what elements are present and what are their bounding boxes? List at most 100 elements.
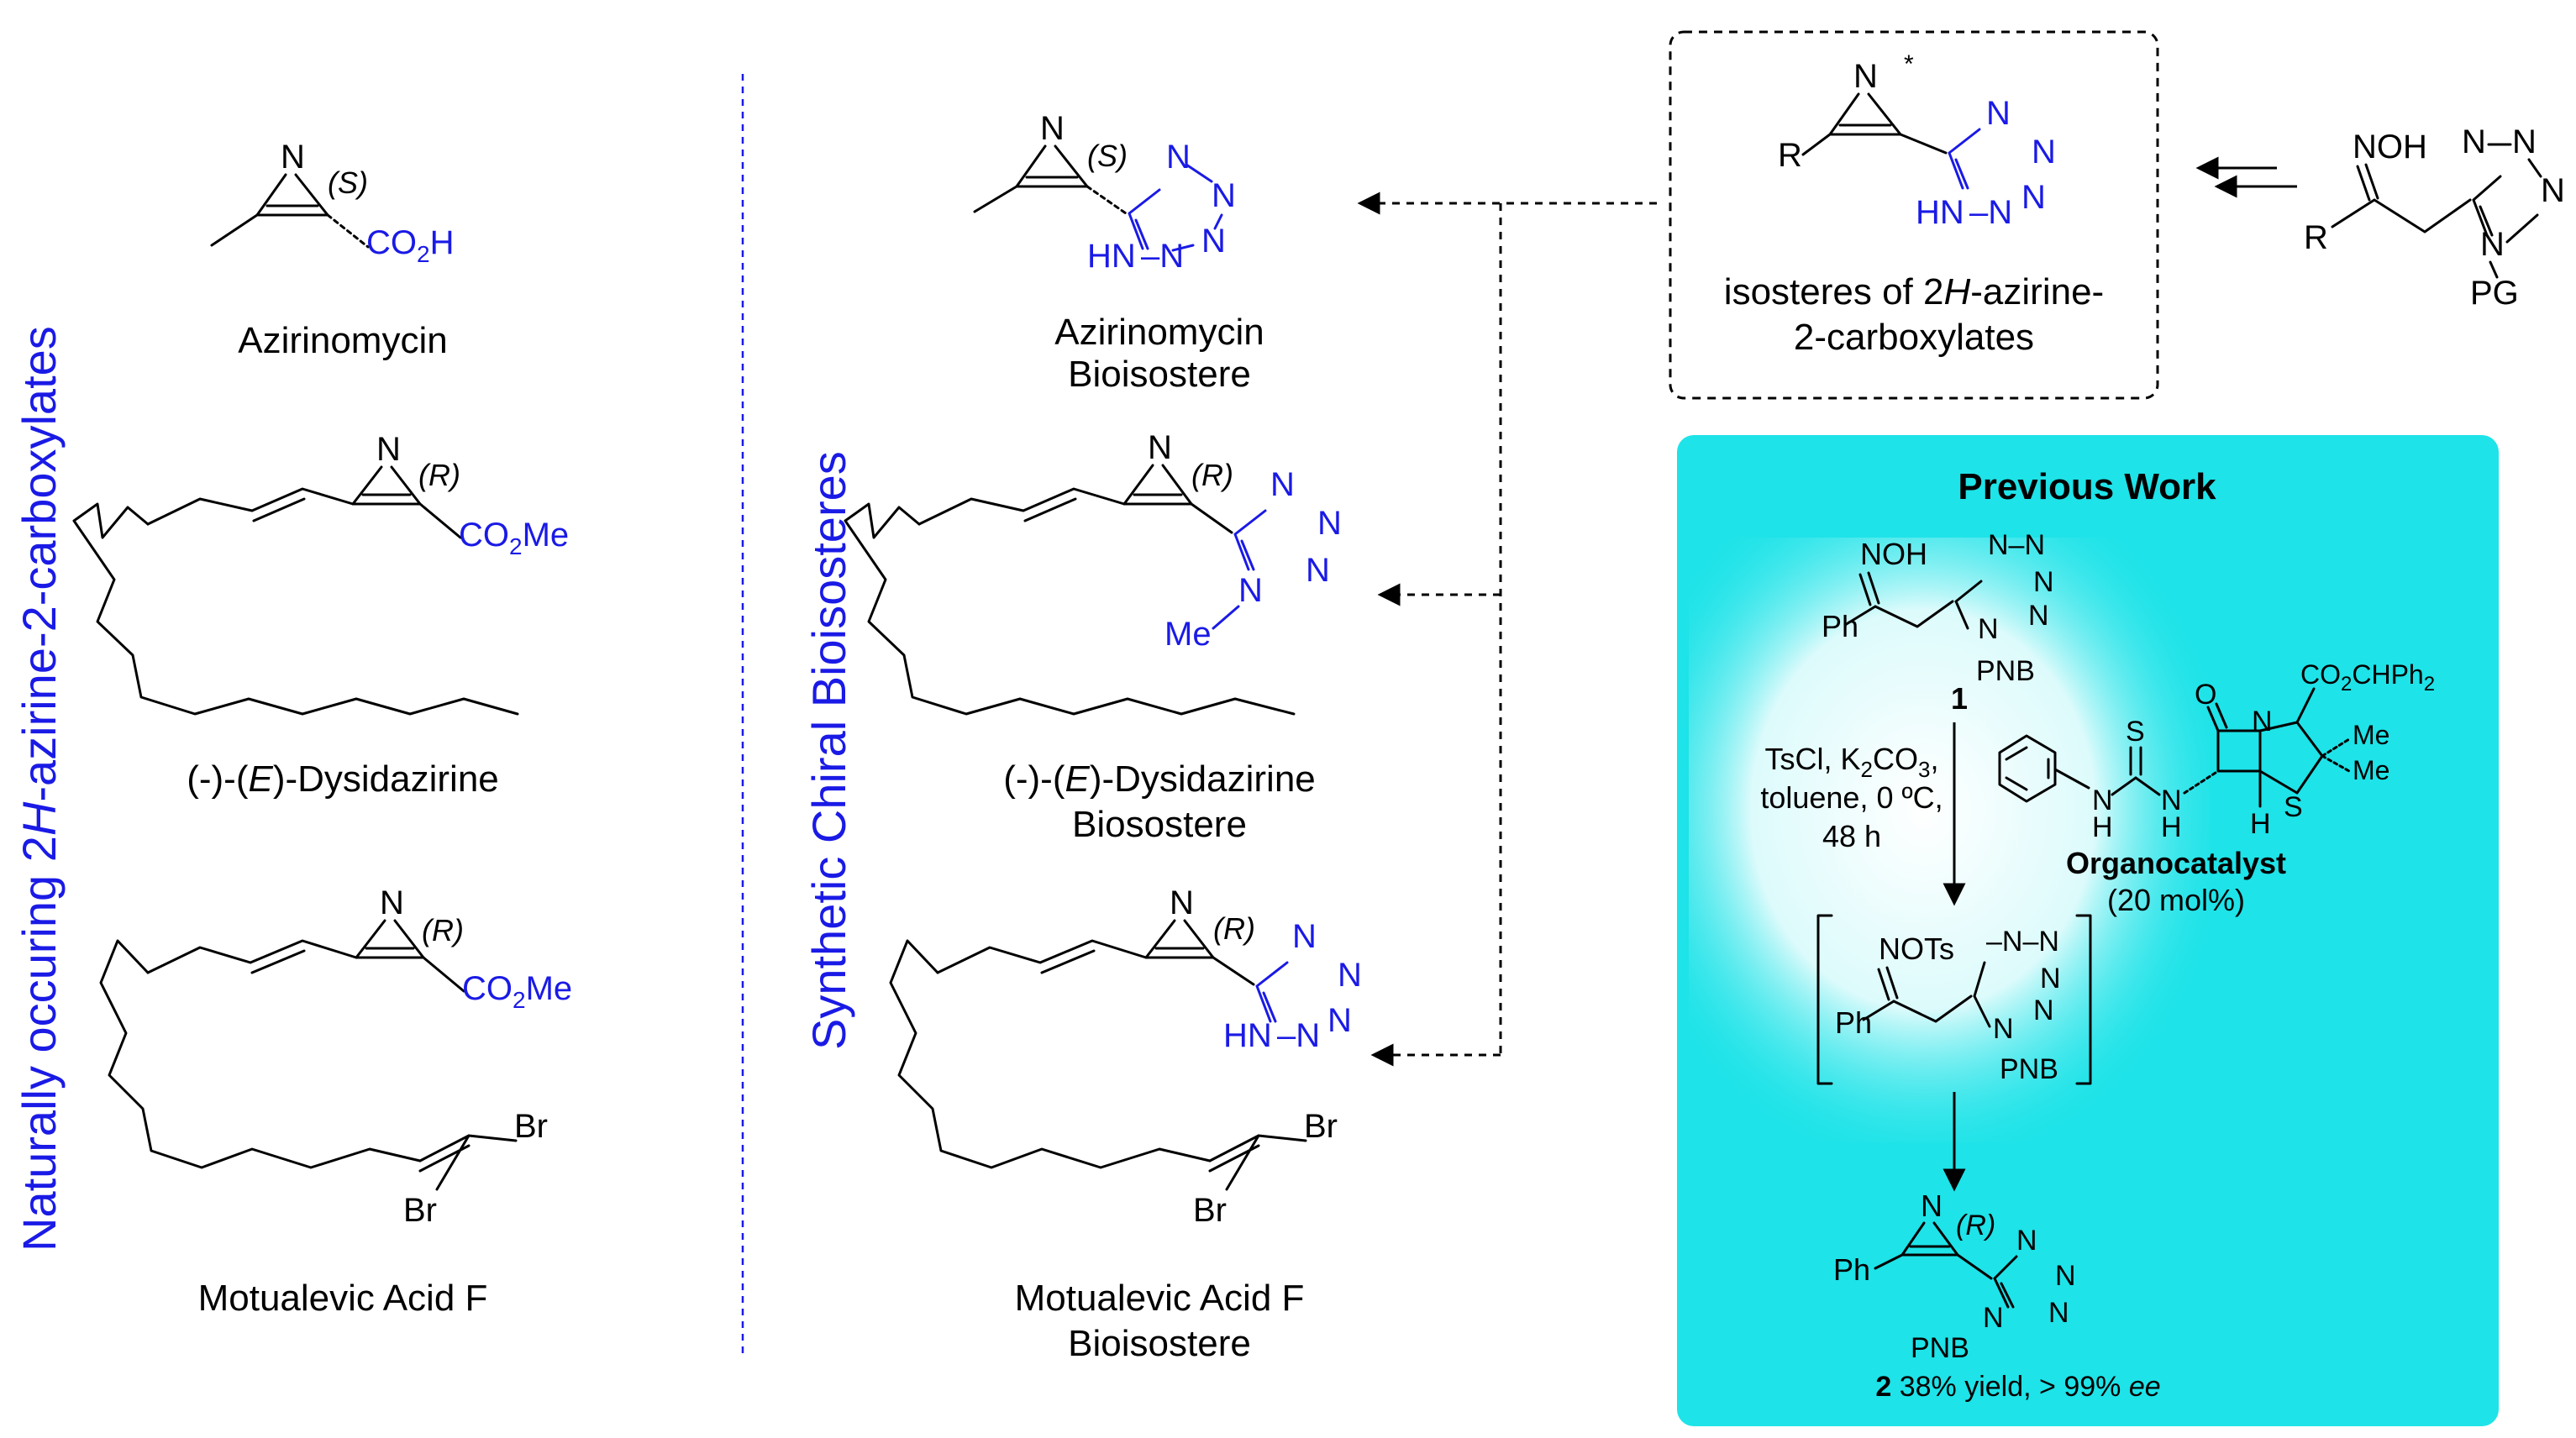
condition-line-2: toluene, 0 ºC, [1760,780,1943,815]
tetrazole-n: N [2032,134,2056,171]
stereo-r: (R) [418,458,460,492]
tetrazole-n: N [2480,226,2505,263]
azirine-n: N [1921,1189,1943,1223]
tetrazole-n: N [2016,1225,2037,1257]
stereo-s: (S) [328,165,368,200]
tetrazole-n: N [2040,963,2061,995]
stereo-r: (R) [1191,458,1233,492]
previous-work-title: Previous Work [1958,466,2216,507]
ester-group: CO2CHPh2 [2300,659,2435,695]
bridgehead-h: H [2250,808,2271,840]
ring-n: N [2252,706,2273,737]
tetrazole-n: N [1270,466,1295,503]
tetrazole-n: N [2021,179,2046,216]
br-1: Br [1304,1108,1338,1145]
stereo-r: (R) [1213,911,1255,946]
chiral-star: * [1904,50,1914,78]
tetrazole-n: N [1166,139,1191,176]
azirine-n: N [380,884,404,921]
br-1: Br [514,1108,548,1145]
tetrazole-ring: –N–N [1986,926,2059,958]
dysidazirine-bio-label-2: Biosostere [1072,804,1247,845]
tetrazole-n: N [1986,95,2011,132]
pnb: PNB [1911,1332,1969,1364]
catalyst-name: Organocatalyst [2066,846,2286,880]
compound-1-label: 1 [1951,681,1968,716]
tetrazole-nh: HN [1223,1017,1272,1054]
tetrazole-n: N [1317,505,1342,542]
amide-nh: N [2161,785,2182,816]
bioisostere-title: Synthetic Chiral Bioisosteres [802,451,855,1050]
motualevic-bioisostere-structure: N (R) N N N HN –N Br Br [889,884,1362,1229]
tetrazole-nh: HN [1916,194,1964,231]
motualevic-label: Motualevic Acid F [198,1278,488,1319]
retro-arrows [2195,156,2297,198]
tetrazole-n: N [1212,177,1236,214]
phenyl: Ph [1822,609,1858,643]
azirine-n: N [1853,58,1878,95]
amide-h: H [2161,811,2182,843]
azirinomycin-structure: N (S) CO2H [210,139,454,267]
r-group: R [1778,137,1802,174]
dysidazirine-bioisostere-structure: N (R) N N N N Me [844,429,1342,716]
azirine-n: N [1040,110,1065,147]
tetrazole-n: N [2512,123,2537,160]
protecting-group: PG [2470,275,2519,312]
middle-panel: Synthetic Chiral Bioisosteres N (S) N N … [802,110,1362,1364]
azirine-n: N [1170,884,1194,921]
azirinomycin-label: Azirinomycin [238,320,447,361]
left-panel: Naturally occuring 2H-azirine-2-carboxyl… [13,139,572,1319]
tetrazole-n: –N [1141,238,1184,275]
organocatalyst: N H S N H O N S H CO2CHPh2 Me Me Organoc… [1998,659,2435,917]
isostere-caption-1: isosteres of 2H-azirine- [1724,271,2104,312]
br-2: Br [403,1192,437,1229]
tetrazole-n: N [1306,552,1330,589]
oxime: NOH [2353,129,2427,165]
tetrazole-n: –N [1277,1017,1320,1054]
tetrazole-n: N [2033,995,2054,1026]
previous-work-panel: Previous Work NOH Ph N–N N N N PNB 1 TsC… [1677,435,2499,1426]
stereo-r: (R) [422,913,464,947]
product-label: 2 [1875,1371,1891,1403]
oxime: NOH [1860,537,1927,571]
azirinomycin-bio-label-2: Bioisostere [1068,354,1251,395]
tetrazole-n: N [2541,172,2565,209]
tetrazole-n: N [1993,1013,2014,1045]
tetrazole-n: N [2462,123,2486,160]
tetrazole-ring: N–N [1988,529,2045,561]
azirinomycin-bioisostere-structure: N (S) N N N HN –N [973,110,1236,275]
br-2: Br [1193,1192,1227,1229]
phenyl: Ph [1833,1252,1870,1287]
product-2: N Ph (R) N N N N PNB 2 38% yield, > 99% … [1833,1189,2161,1403]
condition-line-3: 48 h [1822,819,1881,853]
tetrazole-n: N [2055,1260,2076,1292]
dysidazirine-label: (-)-(E)-Dysidazirine [187,758,499,800]
pnb: PNB [2000,1053,2058,1085]
azirine-n: N [1148,429,1172,466]
tetrazole-n: N [1238,572,1263,609]
motualevic-bio-label-1: Motualevic Acid F [1015,1278,1305,1319]
ester-group: CO2Me [462,970,572,1013]
dashed-connectors [1357,192,1657,1067]
isostere-caption-2: 2-carboxylates [1794,317,2034,358]
tetrazole-n: N [1292,918,1317,955]
tetrazole-n: N [1338,957,1362,994]
ester-group: CO2Me [459,517,569,559]
intermediate: NOTs Ph –N–N N N N PNB [1816,914,2092,1085]
stereo-s: (S) [1087,139,1128,173]
tetrazole-n: N [1983,1302,2004,1334]
dysidazirine-bio-label-1: (-)-(E)-Dysidazirine [1003,758,1316,800]
tetrazole-nh: HN [1087,238,1136,275]
r-group: R [2304,219,2328,256]
tetrazole-n: N [2033,566,2054,598]
lactam-o: O [2195,679,2216,711]
product-yield: 2 38% yield, > 99% ee [1875,1371,2160,1403]
azirine-n: N [281,139,305,176]
precursor-structure: NOH R N N N N PG [2304,123,2565,312]
catalyst-loading: (20 mol%) [2107,883,2245,917]
methyl-1: Me [2353,720,2389,750]
oxime-tosylate: NOTs [1879,932,1954,966]
azirine-n: N [376,431,401,468]
thiourea-nh: N [2092,785,2113,816]
